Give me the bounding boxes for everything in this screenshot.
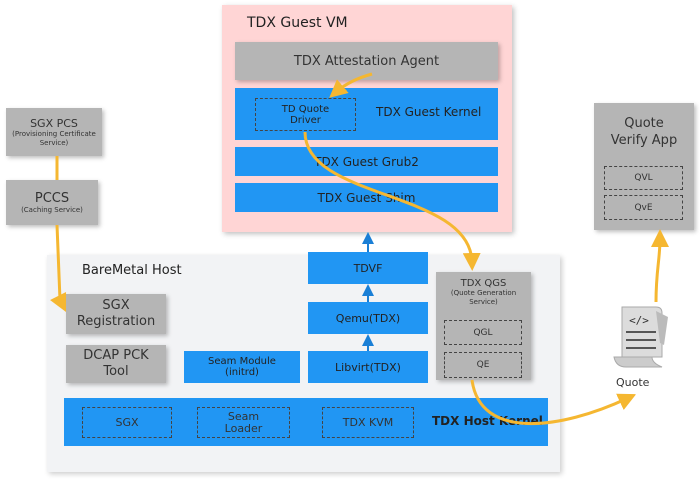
pccs-sub: (Caching Service) bbox=[21, 205, 83, 214]
seam-loader: Seam Loader bbox=[197, 407, 290, 438]
guest-vm-title: TDX Guest VM bbox=[247, 15, 348, 31]
seam-module-sub: (initrd) bbox=[225, 367, 259, 378]
host-title: BareMetal Host bbox=[82, 263, 182, 278]
seam-module-label: Seam Module bbox=[208, 356, 276, 367]
code-document-icon: </> bbox=[613, 306, 668, 368]
guest-kernel bbox=[235, 88, 498, 140]
attestation-agent: TDX Attestation Agent bbox=[235, 42, 498, 80]
qvl: QVL bbox=[604, 166, 683, 190]
sgx-pcs-title: SGX PCS bbox=[30, 116, 78, 130]
pccs: PCCS (Caching Service) bbox=[6, 180, 98, 225]
guest-kernel-label: TDX Guest Kernel bbox=[376, 105, 482, 119]
sgx-registration: SGX Registration bbox=[66, 294, 166, 334]
qemu: Qemu(TDX) bbox=[308, 302, 428, 334]
svg-text:</>: </> bbox=[629, 314, 649, 327]
tdx-qgs: TDX QGS (Quote Generation Service) bbox=[436, 272, 531, 380]
guest-grub2: TDX Guest Grub2 bbox=[235, 147, 498, 176]
qe: QE bbox=[444, 352, 522, 378]
arrow-agent-to-driver bbox=[329, 72, 373, 98]
dcap-pck-tool: DCAP PCK Tool bbox=[66, 345, 166, 383]
libvirt: Libvirt(TDX) bbox=[308, 351, 428, 383]
pccs-title: PCCS bbox=[34, 190, 70, 206]
tdvf: TDVF bbox=[308, 252, 428, 284]
seam-module: Seam Module (initrd) bbox=[184, 351, 300, 383]
qgs-sub: (Quote Generation Service) bbox=[450, 289, 517, 306]
td-quote-driver: TD Quote Driver bbox=[255, 98, 356, 131]
qve: QvE bbox=[604, 195, 683, 220]
sgx: SGX bbox=[82, 407, 172, 438]
host-kernel bbox=[64, 398, 548, 446]
qgs-title: TDX QGS bbox=[460, 278, 507, 289]
sgx-pcs: SGX PCS (Provisioning Certificate Servic… bbox=[6, 108, 102, 156]
arrow-qgs-to-quote bbox=[470, 379, 637, 426]
tdx-kvm: TDX KVM bbox=[322, 407, 414, 438]
quote-label: Quote bbox=[616, 376, 650, 389]
quote-verify-title: Quote Verify App bbox=[610, 116, 678, 148]
arrow-pccs-to-registration bbox=[49, 224, 67, 313]
arrow-driver-to-qgs bbox=[303, 131, 481, 271]
qgl: QGL bbox=[444, 320, 522, 345]
arrow-quote-to-verify bbox=[650, 229, 669, 303]
sgx-pcs-sub: (Provisioning Certificate Service) bbox=[12, 129, 96, 147]
host-kernel-label: TDX Host Kernel bbox=[432, 414, 543, 428]
